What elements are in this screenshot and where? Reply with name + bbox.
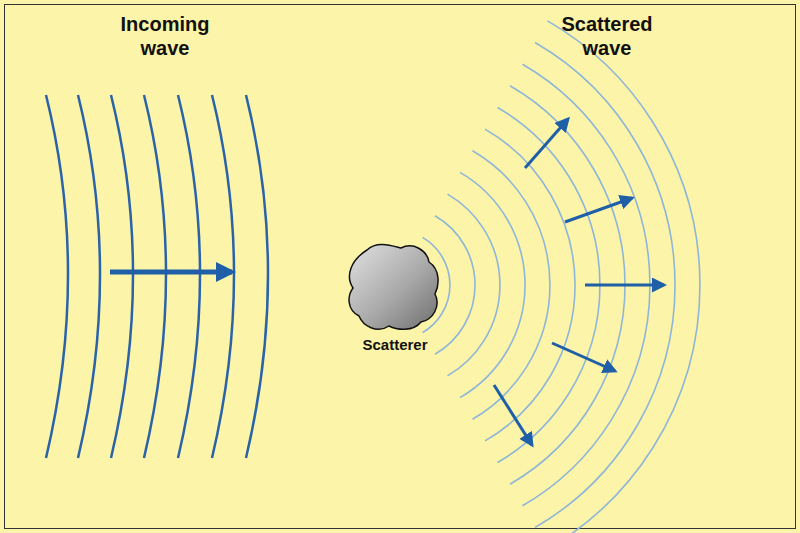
incoming-wavefronts [46, 95, 268, 458]
frame [5, 5, 796, 529]
scattered-wavefronts [423, 21, 700, 533]
incoming-arrow [110, 270, 232, 275]
heading-label: Scattered wave [546, 12, 668, 60]
scattered-arrows [494, 119, 664, 445]
scatterer-shape [335, 238, 455, 336]
scatterer-blob: Scatterer [335, 238, 455, 354]
heading-label: Incoming wave [104, 12, 226, 60]
scatterer-label: Scatterer [359, 336, 430, 353]
